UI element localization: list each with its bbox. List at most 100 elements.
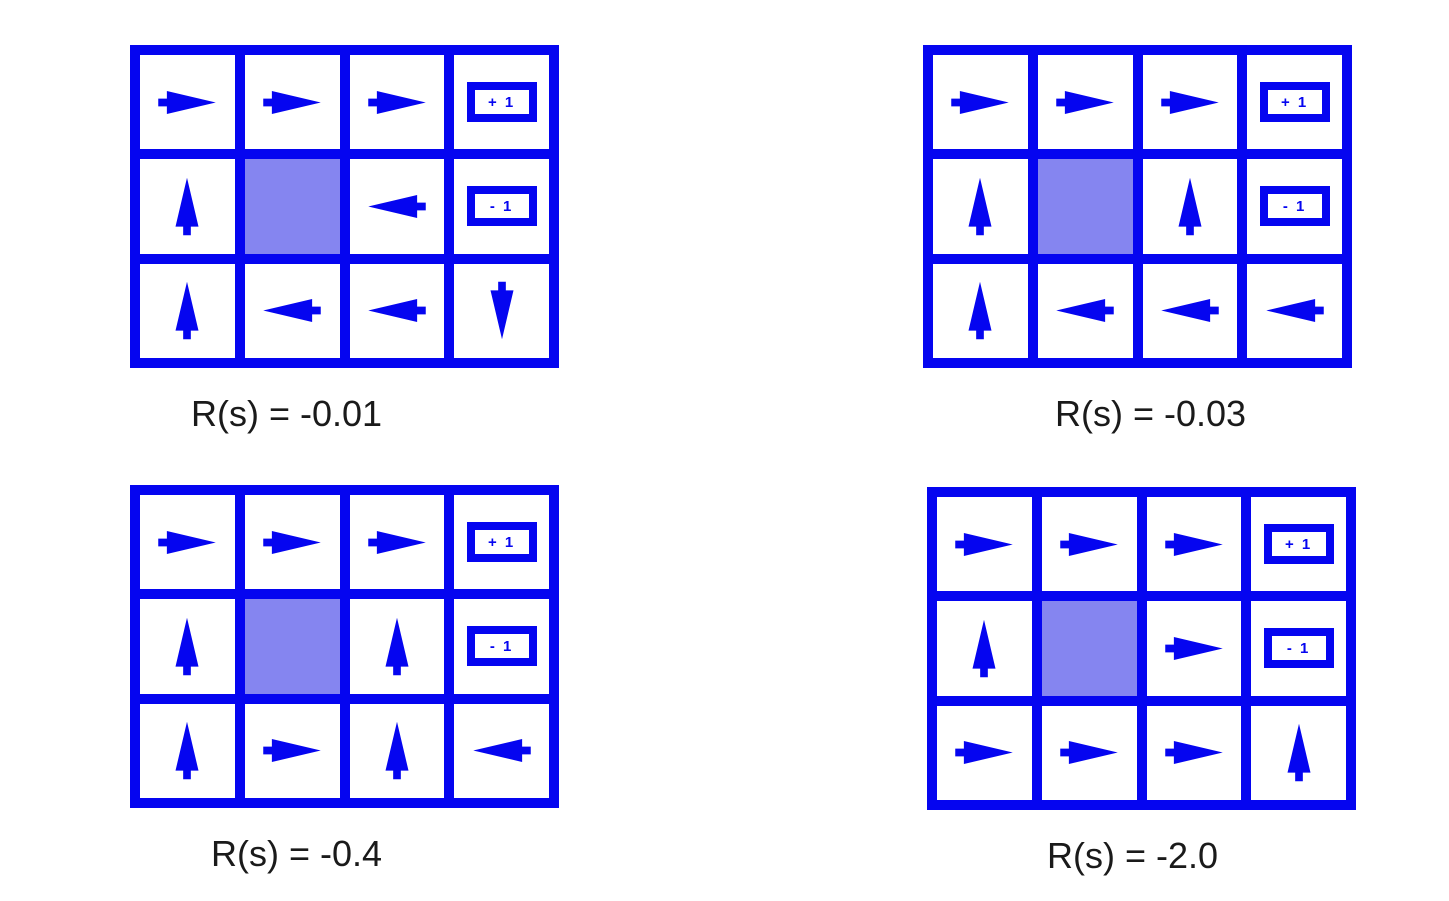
policy-cell-up bbox=[140, 703, 235, 798]
terminal-reward-label: - 1 bbox=[1282, 197, 1307, 215]
policy-grid: + 1 - 1 bbox=[130, 485, 559, 808]
arrow-left-icon bbox=[368, 194, 426, 218]
wall-cell bbox=[244, 599, 340, 694]
policy-cell-down bbox=[454, 263, 549, 358]
policy-cell-right bbox=[140, 55, 235, 150]
policy-cell-up bbox=[1251, 705, 1346, 800]
arrow-up-icon bbox=[175, 177, 199, 236]
arrow-right-icon bbox=[263, 739, 321, 763]
policy-cell-left bbox=[454, 703, 549, 798]
reward-caption: R(s) = -0.03 bbox=[1054, 393, 1247, 434]
policy-cell-right bbox=[1041, 705, 1137, 800]
terminal-plus-cell: + 1 bbox=[454, 55, 549, 150]
wall-cell bbox=[1037, 159, 1133, 254]
policy-cell-right bbox=[1146, 705, 1242, 800]
terminal-plus-cell: + 1 bbox=[454, 495, 549, 590]
arrow-up-icon bbox=[968, 282, 992, 340]
policy-cell-up bbox=[140, 599, 235, 694]
terminal-plus-box: + 1 bbox=[466, 82, 537, 123]
arrow-right-icon bbox=[1165, 636, 1223, 660]
wall-cell bbox=[1041, 601, 1137, 696]
terminal-plus-box: + 1 bbox=[1259, 82, 1330, 123]
policy-cell-right bbox=[244, 55, 340, 150]
arrow-right-icon bbox=[1165, 741, 1223, 765]
policy-cell-right bbox=[349, 55, 445, 150]
policy-grid-panel-r-0.03: + 1 - 1 R(s) = -0.03 bbox=[923, 45, 1352, 435]
policy-grid-panel-r-2.0: + 1 - 1 R(s) = -2.0 bbox=[927, 487, 1356, 877]
terminal-plus-box: + 1 bbox=[466, 522, 537, 563]
terminal-plus-box: + 1 bbox=[1263, 524, 1334, 565]
terminal-plus-cell: + 1 bbox=[1251, 497, 1346, 592]
arrow-right-icon bbox=[158, 90, 217, 114]
arrow-up-icon bbox=[175, 282, 199, 340]
policy-cell-up bbox=[933, 159, 1028, 254]
arrow-up-icon bbox=[385, 617, 409, 676]
arrow-right-icon bbox=[955, 741, 1014, 765]
terminal-reward-label: - 1 bbox=[1286, 639, 1311, 657]
arrow-left-icon bbox=[368, 299, 426, 323]
arrow-right-icon bbox=[368, 530, 426, 554]
terminal-minus-cell: - 1 bbox=[454, 159, 549, 254]
arrow-left-icon bbox=[1056, 299, 1114, 323]
reward-caption: R(s) = -0.4 bbox=[210, 833, 383, 874]
policy-cell-up bbox=[349, 599, 445, 694]
policy-cell-left bbox=[1247, 263, 1342, 358]
policy-cell-right bbox=[244, 495, 340, 590]
policy-cell-left bbox=[244, 263, 340, 358]
arrow-up-icon bbox=[175, 722, 199, 780]
terminal-minus-box: - 1 bbox=[466, 626, 537, 667]
terminal-reward-label: + 1 bbox=[487, 533, 516, 551]
policy-grid: + 1 - 1 bbox=[927, 487, 1356, 810]
terminal-reward-label: - 1 bbox=[489, 637, 514, 655]
terminal-reward-label: - 1 bbox=[489, 197, 514, 215]
policy-cell-left bbox=[349, 263, 445, 358]
policy-grid-panel-r-0.4: + 1 - 1 R(s) = -0.4 bbox=[130, 485, 559, 875]
arrow-down-icon bbox=[490, 282, 514, 340]
policy-cell-up bbox=[937, 601, 1032, 696]
terminal-minus-cell: - 1 bbox=[454, 599, 549, 694]
arrow-up-icon bbox=[1178, 177, 1202, 236]
terminal-minus-box: - 1 bbox=[466, 186, 537, 227]
arrow-right-icon bbox=[951, 90, 1010, 114]
arrow-right-icon bbox=[1060, 532, 1118, 556]
arrow-up-icon bbox=[175, 617, 199, 676]
arrow-right-icon bbox=[368, 90, 426, 114]
policy-cell-right bbox=[1041, 497, 1137, 592]
policy-cell-right bbox=[140, 495, 235, 590]
policy-cell-up bbox=[140, 159, 235, 254]
policy-cell-up bbox=[349, 703, 445, 798]
terminal-reward-label: + 1 bbox=[1280, 93, 1309, 111]
policy-grid-panel-r-0.01: + 1 - 1 R(s) = -0.01 bbox=[130, 45, 559, 435]
arrow-up-icon bbox=[385, 722, 409, 780]
policy-cell-right bbox=[1146, 601, 1242, 696]
reward-caption: R(s) = -0.01 bbox=[190, 393, 383, 434]
arrow-right-icon bbox=[263, 530, 321, 554]
arrow-right-icon bbox=[1161, 90, 1219, 114]
terminal-reward-label: + 1 bbox=[1284, 535, 1313, 553]
policy-cell-up bbox=[140, 263, 235, 358]
policy-cell-right bbox=[933, 55, 1028, 150]
wall-cell bbox=[244, 159, 340, 254]
arrow-up-icon bbox=[972, 619, 996, 678]
arrow-left-icon bbox=[1161, 299, 1219, 323]
arrow-left-icon bbox=[263, 299, 321, 323]
arrow-left-icon bbox=[1265, 299, 1324, 323]
terminal-reward-label: + 1 bbox=[487, 93, 516, 111]
arrow-right-icon bbox=[1165, 532, 1223, 556]
policy-cell-right bbox=[349, 495, 445, 590]
terminal-minus-cell: - 1 bbox=[1247, 159, 1342, 254]
policy-cell-right bbox=[244, 703, 340, 798]
policy-cell-right bbox=[1037, 55, 1133, 150]
policy-cell-up bbox=[933, 263, 1028, 358]
terminal-plus-cell: + 1 bbox=[1247, 55, 1342, 150]
reward-caption: R(s) = -2.0 bbox=[1046, 835, 1219, 876]
policy-cell-right bbox=[937, 705, 1032, 800]
terminal-minus-cell: - 1 bbox=[1251, 601, 1346, 696]
policy-cell-right bbox=[937, 497, 1032, 592]
arrow-right-icon bbox=[1056, 90, 1114, 114]
policy-cell-right bbox=[1142, 55, 1238, 150]
terminal-minus-box: - 1 bbox=[1259, 186, 1330, 227]
policy-cell-right bbox=[1146, 497, 1242, 592]
arrow-right-icon bbox=[1060, 741, 1118, 765]
